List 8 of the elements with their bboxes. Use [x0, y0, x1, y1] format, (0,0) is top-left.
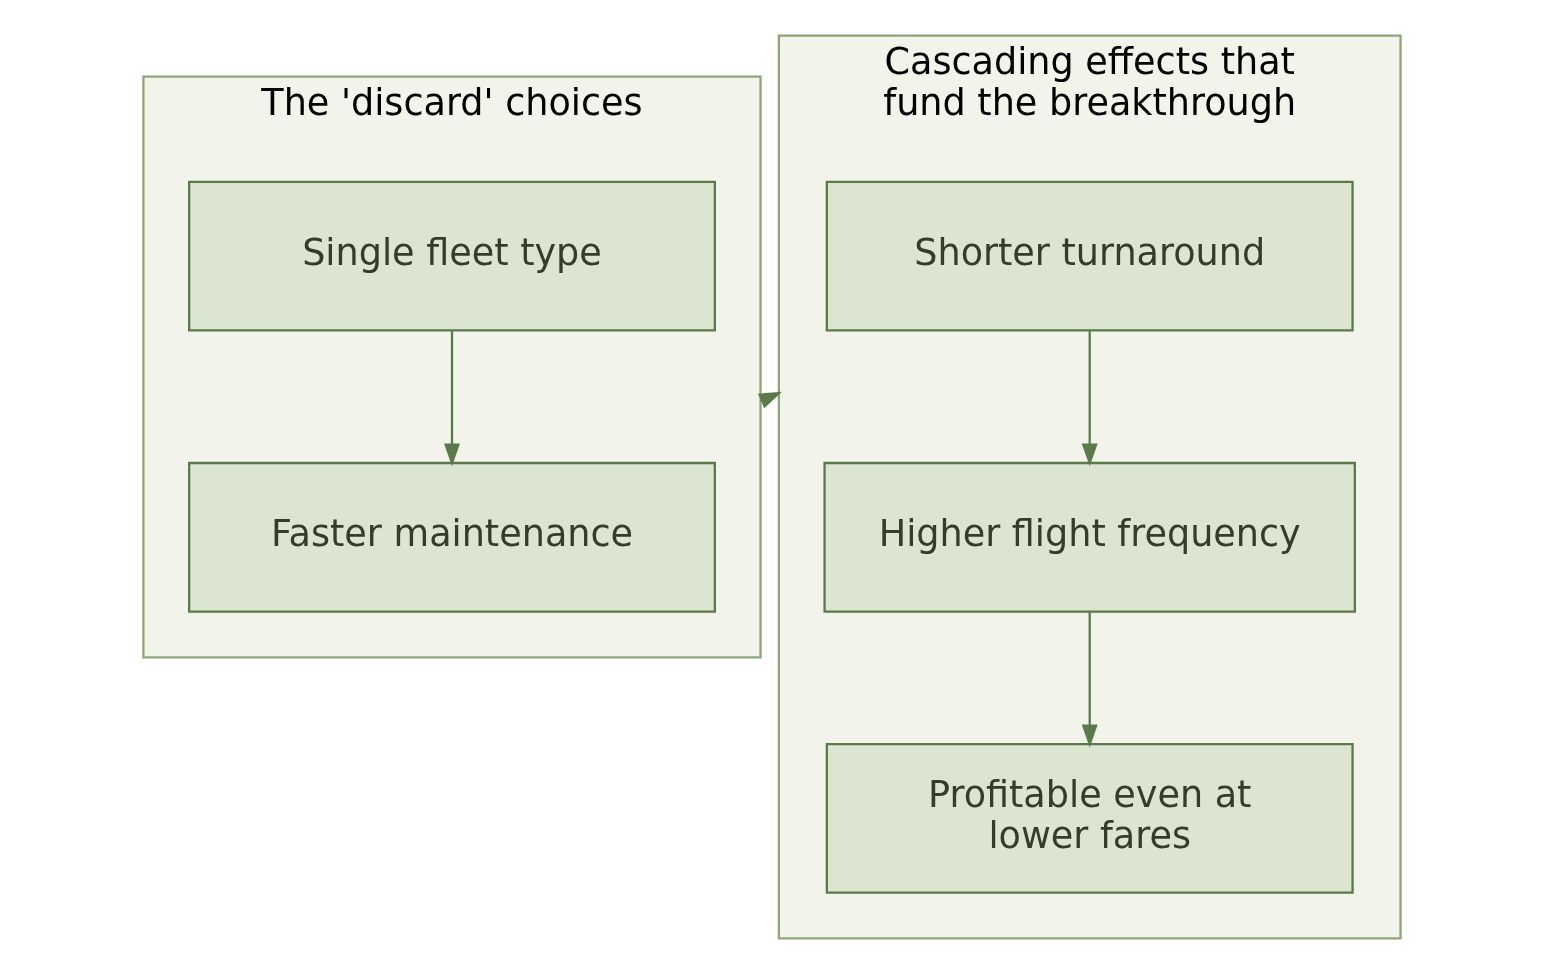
- node-box: Profitable even at lower fares: [825, 743, 1354, 894]
- node-box: Higher flight frequency: [823, 461, 1356, 613]
- node-box: Faster maintenance: [188, 461, 716, 613]
- node-box: Single fleet type: [188, 180, 716, 332]
- arrow: [1081, 612, 1098, 748]
- node-box: Shorter turnaround: [825, 180, 1354, 332]
- arrow: [444, 331, 460, 467]
- arrow: [1081, 331, 1098, 467]
